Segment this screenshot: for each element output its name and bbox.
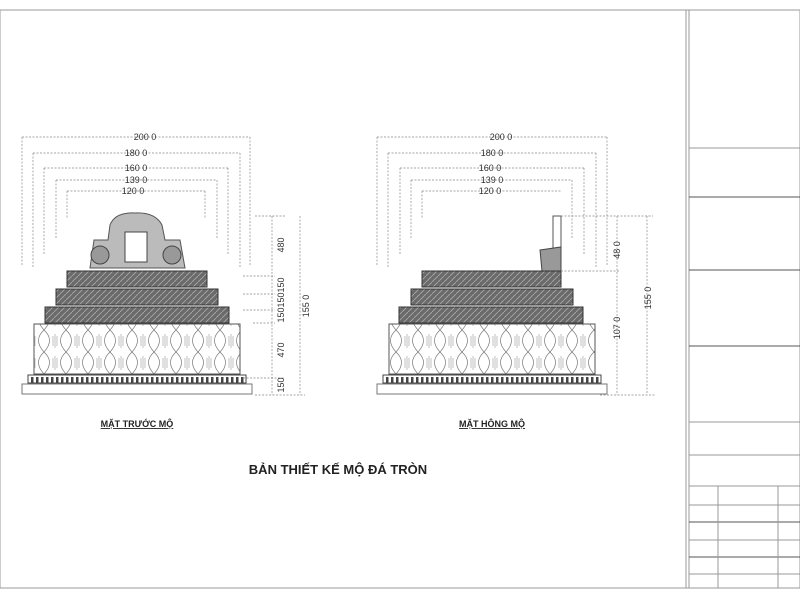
- dim-height-base: 150: [276, 377, 286, 392]
- base-trim: [27, 374, 247, 384]
- step-2: [55, 288, 219, 306]
- plinth: [21, 383, 253, 395]
- headstone-carving: [89, 212, 186, 269]
- lotus-base: [388, 323, 596, 375]
- step-1: [421, 270, 562, 288]
- dim-height-lower: 107 0: [612, 317, 622, 340]
- width-dimensions: 200 0 180 0 160 0 139 0 120 0: [376, 132, 608, 267]
- base-trim: [382, 374, 602, 384]
- step-2: [410, 288, 574, 306]
- side-view-label: MẶT HÔNG MỘ: [459, 418, 525, 429]
- dim-height-lotus: 470: [276, 342, 286, 357]
- dim-width-1: 200 0: [134, 132, 157, 142]
- height-dimensions: 480 150150150 470 150 155 0: [243, 215, 311, 396]
- headstone-side: [539, 215, 562, 272]
- drawing-title: BẢN THIẾT KẾ MỘ ĐÁ TRÒN: [249, 462, 427, 477]
- front-view: 200 0 180 0 160 0 139 0 120 0 480 150150…: [21, 132, 311, 429]
- front-view-label: MẶT TRƯỚC MỘ: [101, 418, 174, 429]
- dim-width-2: 180 0: [125, 148, 148, 158]
- step-3: [398, 306, 584, 324]
- dim-width-5: 120 0: [122, 186, 145, 196]
- dim-width-4: 139 0: [481, 175, 504, 185]
- dim-width-3: 160 0: [479, 163, 502, 173]
- dim-width-3: 160 0: [125, 163, 148, 173]
- dim-height-total: 155 0: [301, 295, 311, 318]
- dim-height-total: 155 0: [643, 287, 653, 310]
- width-dimensions: 200 0 180 0 160 0 139 0 120 0: [21, 132, 251, 267]
- side-view: 200 0 180 0 160 0 139 0 120 0 48 0 107 0…: [376, 132, 655, 429]
- step-3: [44, 306, 230, 324]
- plinth: [376, 383, 608, 395]
- dim-width-1: 200 0: [490, 132, 513, 142]
- dim-height-steps: 150150150: [276, 277, 286, 322]
- title-block: [685, 10, 800, 588]
- dim-width-5: 120 0: [479, 186, 502, 196]
- dim-height-top: 48 0: [612, 241, 622, 259]
- sheet-border: [0, 9, 800, 589]
- step-1: [66, 270, 208, 288]
- lotus-base: [33, 323, 241, 375]
- dim-width-4: 139 0: [125, 175, 148, 185]
- dim-height-top: 480: [276, 237, 286, 252]
- height-dimensions: 48 0 107 0 155 0: [561, 215, 655, 396]
- dim-width-2: 180 0: [481, 148, 504, 158]
